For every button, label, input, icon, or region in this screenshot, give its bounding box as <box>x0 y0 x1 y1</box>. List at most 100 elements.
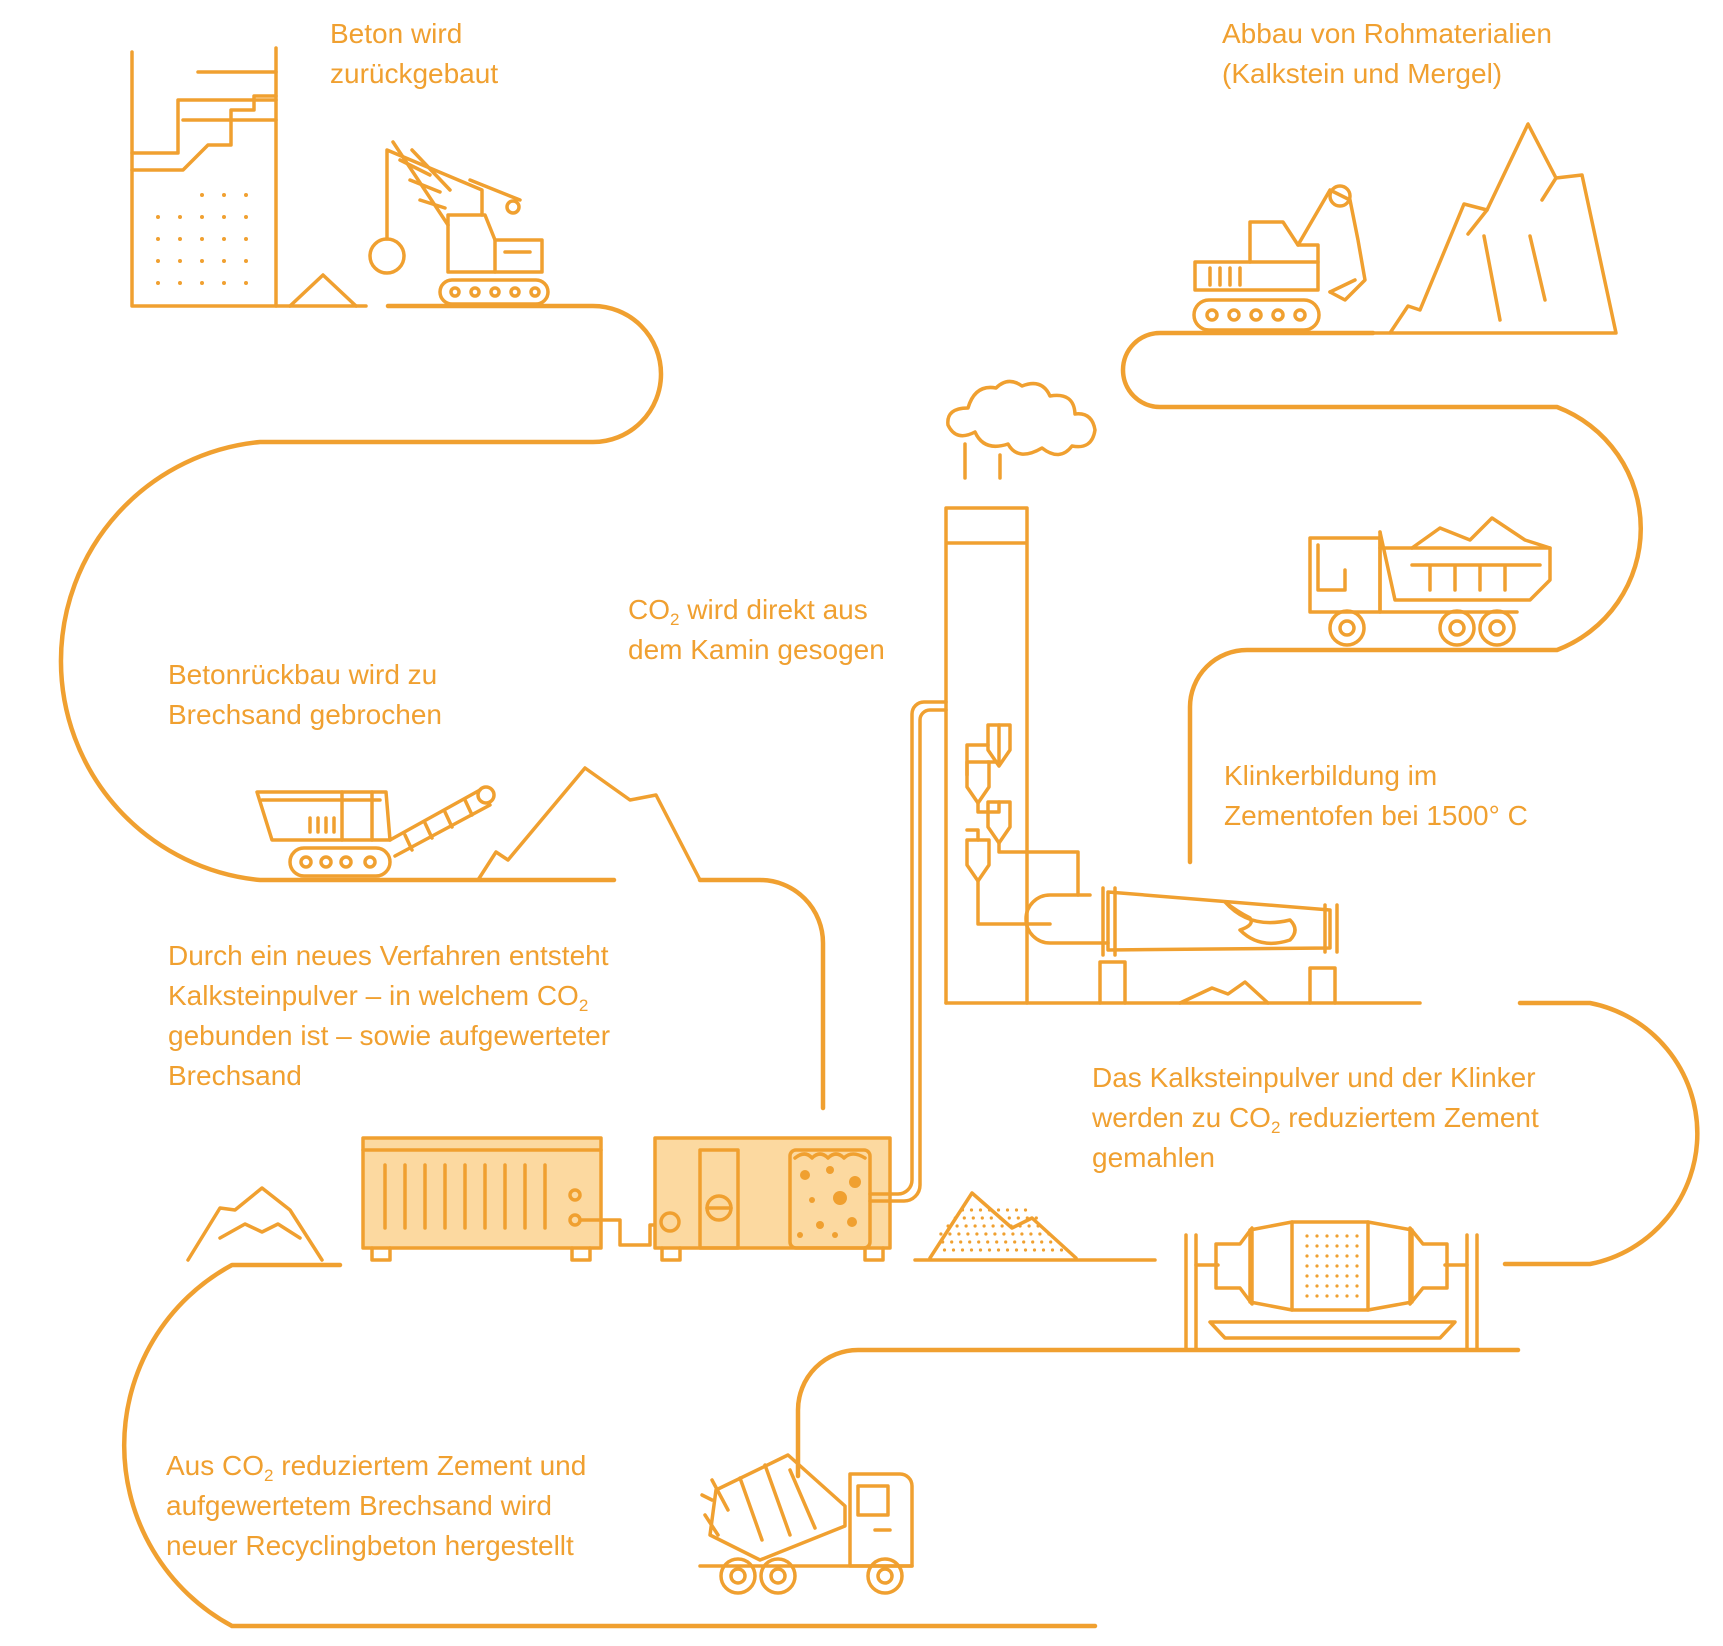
texture-dot <box>966 1232 970 1236</box>
concrete-mixer-truck-icon <box>698 1453 914 1595</box>
texture-dot <box>980 1216 984 1220</box>
texture-dot <box>847 1217 857 1227</box>
texture-dot <box>156 237 160 241</box>
label-clinker: Klinkerbildung im Zementofen bei 1500° C <box>1224 760 1528 831</box>
ball-mill-icon <box>1184 1220 1479 1352</box>
texture-dot <box>244 281 248 285</box>
texture-dot <box>1325 1294 1329 1298</box>
texture-dot <box>797 1232 803 1238</box>
texture-dot <box>998 1216 1002 1220</box>
texture-dot <box>1032 1248 1037 1252</box>
process-path <box>58 303 826 1111</box>
texture-dot <box>1014 1248 1019 1252</box>
texture-dot <box>833 1191 847 1205</box>
texture-dot <box>948 1232 952 1236</box>
texture-dot <box>222 259 226 263</box>
label-raw-materials: Abbau von Rohmaterialien (Kalkstein und … <box>1222 18 1552 89</box>
texture-dot <box>968 1240 972 1244</box>
texture-dot <box>969 1248 974 1252</box>
texture-dot <box>991 1224 995 1228</box>
texture-dot <box>1025 1216 1029 1220</box>
texture-dot <box>960 1248 965 1252</box>
texture-dot <box>982 1224 986 1228</box>
texture-dot <box>1345 1284 1349 1288</box>
texture-dot <box>1305 1244 1309 1248</box>
co2-container-icon <box>361 1136 665 1262</box>
texture-dot <box>1345 1274 1349 1278</box>
texture-dot <box>178 259 182 263</box>
texture-dot <box>978 1248 983 1252</box>
texture-dot <box>987 1248 992 1252</box>
texture-dot <box>1335 1274 1339 1278</box>
texture-dot <box>1020 1232 1024 1236</box>
texture-dot <box>1315 1234 1319 1238</box>
mobile-crusher-icon <box>255 785 496 878</box>
texture-dot <box>1004 1240 1008 1244</box>
texture-dot <box>1040 1240 1044 1244</box>
rotary-kiln-icon <box>1024 886 1339 1005</box>
texture-dot <box>200 215 204 219</box>
texture-dot <box>1335 1264 1339 1268</box>
texture-dot <box>1315 1284 1319 1288</box>
texture-dot <box>832 1232 838 1238</box>
texture-dot <box>946 1224 950 1228</box>
texture-dot <box>1345 1254 1349 1258</box>
texture-dot <box>1034 1216 1038 1220</box>
texture-dot <box>200 281 204 285</box>
texture-dot <box>1059 1248 1064 1252</box>
label-new-process: Durch ein neues Verfahren entsteht Kalks… <box>168 940 611 1091</box>
process-path-bottom <box>121 1262 1521 1629</box>
texture-dot <box>1335 1244 1339 1248</box>
texture-dot <box>1355 1264 1359 1268</box>
texture-dot <box>1345 1234 1349 1238</box>
texture-dot <box>1041 1248 1046 1252</box>
texture-dot <box>156 281 160 285</box>
texture-dot <box>939 1232 943 1236</box>
texture-dot <box>1315 1294 1319 1298</box>
texture-dot <box>1013 1240 1017 1244</box>
texture-dot <box>222 215 226 219</box>
texture-dot <box>1355 1294 1359 1298</box>
texture-dot <box>1355 1254 1359 1258</box>
excavator-icon <box>1192 184 1367 332</box>
texture-dot <box>178 237 182 241</box>
texture-dot <box>989 1216 993 1220</box>
texture-dot <box>953 1216 957 1220</box>
texture-dot <box>984 1232 988 1236</box>
texture-dot <box>1355 1274 1359 1278</box>
texture-dot <box>960 1208 965 1212</box>
texture-dot <box>971 1216 975 1220</box>
label-crushing: Betonrückbau wird zu Brechsand gebrochen <box>168 659 442 730</box>
texture-dot <box>993 1232 997 1236</box>
texture-dot <box>1002 1232 1006 1236</box>
texture-dot <box>987 1208 992 1212</box>
texture-dot <box>964 1224 968 1228</box>
texture-dot <box>1325 1284 1329 1288</box>
texture-dot <box>1305 1274 1309 1278</box>
texture-dot <box>1305 1284 1309 1288</box>
texture-dot <box>1049 1240 1053 1244</box>
texture-dot <box>156 215 160 219</box>
co2-reactor-icon <box>653 1136 892 1262</box>
texture-dot <box>222 193 226 197</box>
texture-dot <box>955 1224 959 1228</box>
texture-dot <box>1345 1264 1349 1268</box>
texture-dot <box>1016 1216 1020 1220</box>
smokestack-icon <box>944 379 1422 1005</box>
texture-dot <box>973 1224 977 1228</box>
texture-dot <box>1325 1234 1329 1238</box>
texture-dot <box>950 1240 954 1244</box>
texture-dot <box>200 259 204 263</box>
texture-dot <box>178 215 182 219</box>
process-path-top-right <box>1120 330 1644 865</box>
texture-dot <box>222 237 226 241</box>
texture-dot <box>178 281 182 285</box>
texture-dot <box>1031 1240 1035 1244</box>
co2-pipe <box>868 700 948 1203</box>
texture-dot <box>1305 1234 1309 1238</box>
texture-dot <box>222 281 226 285</box>
texture-dot <box>1038 1232 1042 1236</box>
texture-dot <box>1018 1224 1022 1228</box>
mountain-icon <box>1371 122 1618 335</box>
texture-dot <box>1050 1248 1055 1252</box>
